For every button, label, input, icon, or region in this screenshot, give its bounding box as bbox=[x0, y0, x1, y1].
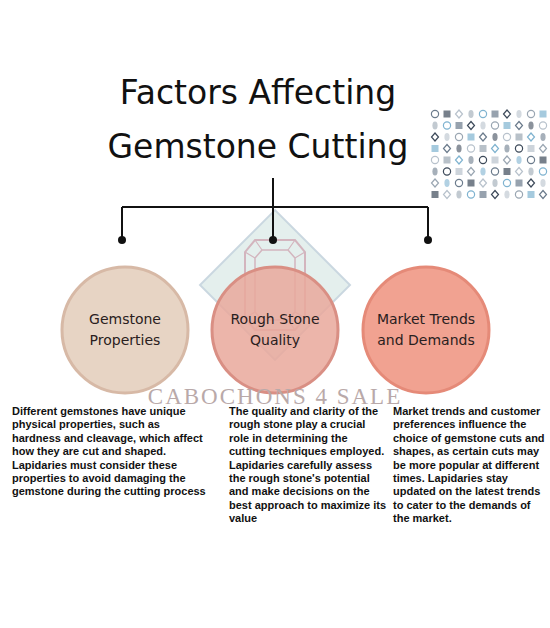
description-text: The quality and clarity of the rough sto… bbox=[229, 405, 387, 526]
circle-outline bbox=[361, 265, 491, 395]
circle-heading: Gemstone Properties bbox=[75, 309, 175, 351]
description-text: Market trends and customer preferences i… bbox=[393, 405, 545, 526]
title: Factors Affecting Gemstone Cutting bbox=[98, 66, 418, 174]
factor-circle: Market Trends and DemandsMarket trends a… bbox=[361, 265, 491, 395]
connector-bracket bbox=[122, 178, 428, 240]
factor-circle: Rough Stone QualityThe quality and clari… bbox=[210, 265, 340, 395]
circle-outline bbox=[210, 265, 340, 395]
circle-heading: Market Trends and Demands bbox=[376, 309, 476, 351]
description-text: Different gemstones have unique physical… bbox=[12, 405, 208, 499]
gem-shape-chart bbox=[431, 110, 546, 199]
bracket-dot bbox=[118, 236, 432, 244]
watermark-text: CABOCHONS 4 SALE bbox=[0, 384, 550, 410]
factor-circle: Gemstone PropertiesDifferent gemstones h… bbox=[60, 265, 190, 395]
circle-outline bbox=[60, 265, 190, 395]
circle-heading: Rough Stone Quality bbox=[225, 309, 325, 351]
